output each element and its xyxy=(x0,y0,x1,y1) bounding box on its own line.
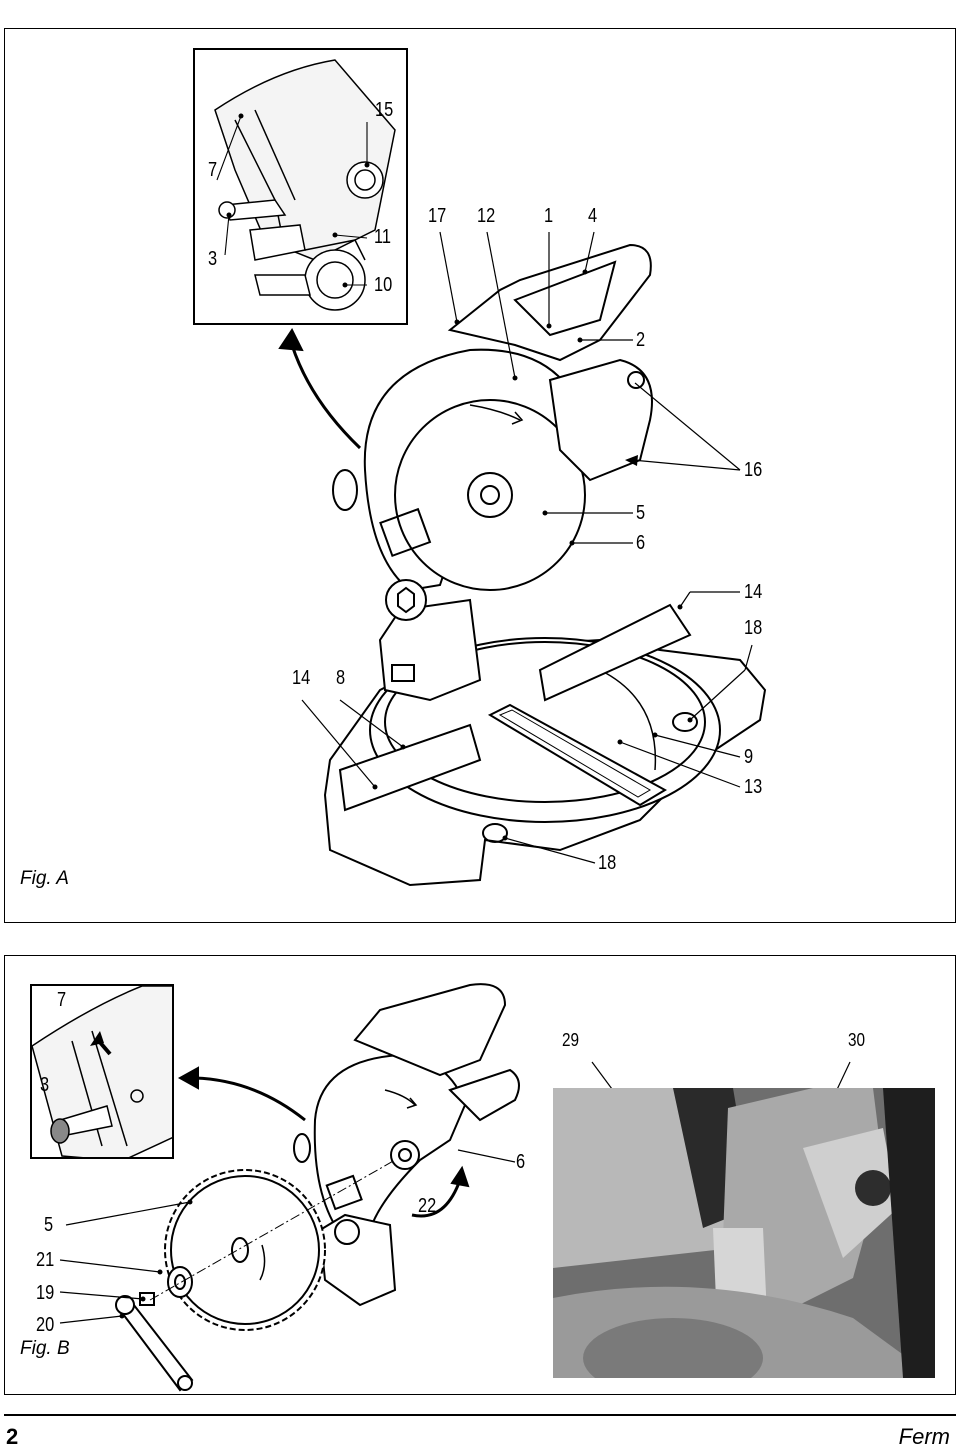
inset-b-drawing xyxy=(32,986,172,1157)
label-8: 8 xyxy=(336,667,346,689)
callout-arrow-b xyxy=(194,1076,306,1122)
label-18-bottom: 18 xyxy=(598,852,617,874)
label-5-a: 5 xyxy=(636,502,646,524)
figure-b-frame xyxy=(4,955,956,1395)
label-16: 16 xyxy=(744,459,763,481)
figure-b-inset xyxy=(30,984,174,1159)
label-19: 19 xyxy=(36,1282,55,1304)
saw-head-b xyxy=(313,1053,467,1242)
figure-a-caption: Fig. A xyxy=(20,868,69,889)
label-6-b: 6 xyxy=(516,1151,526,1173)
label-4: 4 xyxy=(588,205,598,227)
label-5-b: 5 xyxy=(44,1214,54,1236)
label-12: 12 xyxy=(477,205,496,227)
label-22: 22 xyxy=(418,1195,437,1217)
label-7-b: 7 xyxy=(57,989,67,1011)
figure-a-drawing xyxy=(278,231,767,887)
label-17: 17 xyxy=(428,205,447,227)
label-18-right: 18 xyxy=(744,617,763,639)
brand-name: Ferm xyxy=(898,1424,950,1449)
label-9: 9 xyxy=(744,746,754,768)
figure-a-inset xyxy=(193,48,408,325)
saw-blade-b xyxy=(164,1169,326,1331)
label-3-b: 3 xyxy=(40,1074,50,1096)
footer-rule xyxy=(4,1414,956,1416)
label-14-right: 14 xyxy=(744,581,763,603)
label-29: 29 xyxy=(562,1030,580,1050)
photo-shapes xyxy=(553,1088,935,1378)
label-15: 15 xyxy=(375,99,394,121)
label-30: 30 xyxy=(848,1030,866,1050)
label-10: 10 xyxy=(374,274,393,296)
label-2: 2 xyxy=(636,329,646,351)
page-number: 2 xyxy=(6,1424,19,1449)
inset-a-drawing xyxy=(214,59,396,311)
label-20: 20 xyxy=(36,1314,55,1336)
label-21: 21 xyxy=(36,1249,55,1271)
label-3-a: 3 xyxy=(208,248,218,270)
figure-b-caption: Fig. B xyxy=(20,1338,70,1359)
callout-arrow-a xyxy=(290,344,362,450)
table-slot xyxy=(487,703,668,807)
figure-a-frame xyxy=(4,28,956,923)
label-13: 13 xyxy=(744,776,763,798)
label-7-a: 7 xyxy=(208,159,218,181)
label-14-left: 14 xyxy=(292,667,311,689)
adjustment-photo xyxy=(553,1088,935,1378)
label-11: 11 xyxy=(374,226,392,248)
figure-b-drawing xyxy=(59,983,851,1392)
label-1: 1 xyxy=(544,205,554,227)
label-6-a: 6 xyxy=(636,532,646,554)
saw-handle xyxy=(447,243,652,362)
fence-right xyxy=(538,603,692,702)
saw-blade xyxy=(394,399,586,591)
flange xyxy=(167,1266,193,1298)
